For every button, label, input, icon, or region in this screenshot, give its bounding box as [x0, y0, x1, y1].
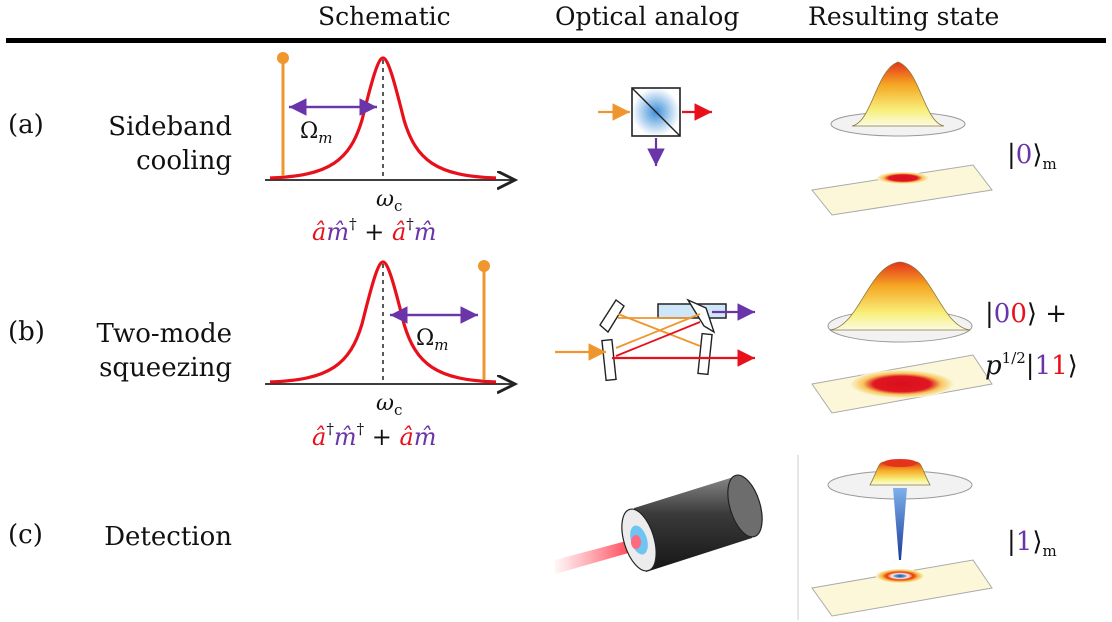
- row-name-line1: Two-mode: [96, 319, 232, 349]
- state-plot-detection: [811, 459, 993, 617]
- beam-spot: [631, 535, 641, 549]
- cavity-mirror: [601, 338, 617, 382]
- ket-value: 1: [1034, 351, 1052, 381]
- opo-cavity-analog: [555, 298, 755, 382]
- projection-plane: [811, 559, 993, 617]
- projection-ring: [876, 569, 924, 583]
- beam-splitter-diagonal: [631, 87, 681, 137]
- formula-sideband-cooling: âm̂† + â†m̂: [312, 215, 437, 246]
- laser-beam: [555, 540, 632, 574]
- cavity-lorentzian: [269, 260, 497, 384]
- operator-m: m̂: [413, 218, 437, 246]
- pump-marker: [277, 52, 289, 64]
- row-name-line1: Sideband: [108, 112, 232, 142]
- ket-ground-state: |0⟩m: [1007, 140, 1057, 173]
- ket-value: 0: [993, 299, 1011, 329]
- pump-marker: [478, 260, 490, 272]
- cavity-mirror: [599, 298, 625, 334]
- operator-m: m̂: [326, 218, 350, 246]
- operator-a: â: [391, 218, 407, 246]
- row-name-line2: squeezing: [99, 353, 232, 383]
- ket-fock-state: |1⟩m: [1007, 527, 1057, 560]
- dagger: †: [349, 215, 357, 233]
- beam-splitter-analog: [598, 87, 712, 166]
- pump-path: [615, 313, 701, 349]
- ket-value: 0: [1015, 140, 1033, 170]
- schematic-sideband-cooling: Ωm ωc: [265, 52, 515, 215]
- schematic-two-mode-squeezing: Ωm ωc: [265, 260, 515, 419]
- omega-m-label: Ωm: [416, 326, 448, 354]
- row-name-detection: Detection: [104, 522, 232, 552]
- omega-m-label: Ωm: [300, 119, 332, 147]
- cavity-lorentzian: [269, 56, 497, 180]
- header-schematic: Schematic: [318, 2, 451, 31]
- p-exponent: 1/2: [1001, 349, 1026, 367]
- p-symbol: p: [985, 351, 1002, 381]
- cavity-mirror: [697, 332, 713, 376]
- dagger: †: [406, 215, 414, 233]
- omega-c-label: ωc: [376, 391, 402, 419]
- projection-spot: [850, 370, 954, 398]
- operator-a: â: [312, 218, 327, 246]
- plus-sign: +: [1037, 299, 1068, 329]
- operator-m: m̂: [333, 423, 357, 451]
- row-name-line2: cooling: [136, 146, 232, 176]
- ket-subscript: m: [1042, 155, 1057, 173]
- state-plot-sideband: [811, 61, 993, 216]
- signal-path: [615, 321, 701, 357]
- row-label-a: (a): [8, 110, 44, 140]
- detector-analog: [555, 474, 763, 574]
- header-optical-analog: Optical analog: [555, 2, 740, 31]
- projection-spot: [877, 172, 929, 184]
- dagger: †: [356, 420, 365, 438]
- ket-value: 1: [1015, 527, 1033, 557]
- operator-a: â: [312, 423, 327, 451]
- ket-two-mode-state: |00⟩ +: [985, 299, 1068, 329]
- detector-back-cap: [727, 474, 763, 538]
- formula-two-mode-squeezing: â†m̂† + âm̂: [312, 420, 437, 451]
- row-name-two-mode-squeezing: Two-mode squeezing: [62, 317, 232, 385]
- ket-value: 0: [1010, 299, 1027, 329]
- detector-body: [634, 475, 752, 572]
- ket-two-mode-state-line2: p1/2|11⟩: [985, 349, 1078, 381]
- wigner-crater: [869, 461, 931, 486]
- omega-c-label: ωc: [376, 187, 402, 215]
- dagger: †: [326, 420, 334, 438]
- row-name-sideband-cooling: Sideband cooling: [62, 110, 232, 178]
- header-resulting-state: Resulting state: [808, 2, 1000, 31]
- row-label-b: (b): [8, 317, 45, 347]
- plus-sign: +: [364, 423, 400, 451]
- ket-value: 1: [1051, 351, 1068, 381]
- ket-subscript: m: [1042, 542, 1057, 560]
- header-rule: [6, 38, 1106, 43]
- wigner-bell: [851, 61, 945, 127]
- cavity-mirror: [686, 298, 716, 334]
- operator-a: â: [399, 423, 414, 451]
- state-plot-two-mode: [811, 261, 993, 414]
- row-label-c: (c): [8, 520, 43, 550]
- negative-spike: [893, 488, 907, 560]
- wigner-bell: [829, 261, 971, 331]
- operator-m: m̂: [413, 423, 437, 451]
- plus-sign: +: [356, 218, 392, 246]
- crater-rim: [883, 459, 917, 467]
